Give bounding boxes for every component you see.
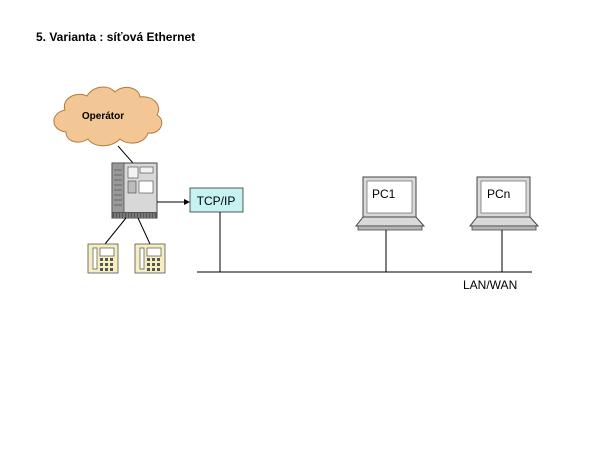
phone-link-left <box>104 217 127 245</box>
protocol-box <box>189 187 244 213</box>
laptop-icon <box>468 176 540 231</box>
operator-link <box>117 145 134 164</box>
computer-label-pcn: PCn <box>487 187 510 201</box>
server-cabinet-icon <box>111 162 158 219</box>
operator-cloud-icon <box>53 86 163 147</box>
desk-phone-icon <box>134 243 166 274</box>
desk-phone-icon <box>87 243 119 274</box>
computer-label-pc1: PC1 <box>372 187 396 201</box>
protocol-label: TCP/IP <box>197 194 236 208</box>
network-label: LAN/WAN <box>463 278 517 292</box>
slide-title: 5. Varianta : síťová Ethernet <box>36 30 196 44</box>
arrow-to-protocol <box>157 199 190 205</box>
operator-label: Operátor <box>82 111 124 122</box>
phone-link-right <box>137 217 151 245</box>
laptop-icon <box>354 176 426 231</box>
